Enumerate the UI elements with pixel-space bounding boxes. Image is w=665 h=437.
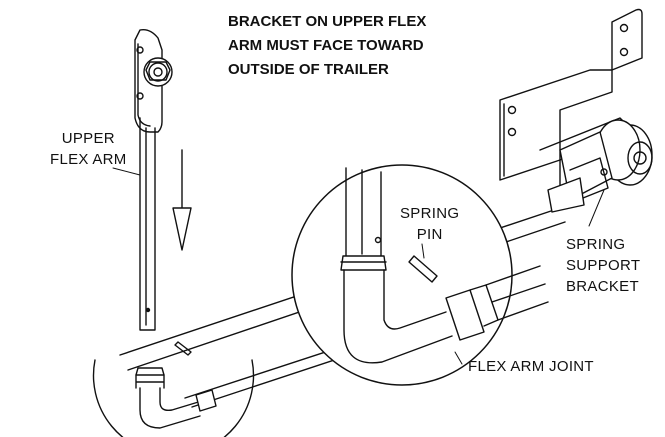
- down-arrow: [172, 149, 192, 251]
- note-line-3: OUTSIDE OF TRAILER: [228, 61, 389, 78]
- upper-flex-arm-label: UPPER FLEX ARM: [50, 130, 127, 168]
- upper-flex-arm: [134, 28, 173, 331]
- note-line-2: ARM MUST FACE TOWARD: [228, 37, 424, 54]
- orientation-note: BRACKET ON UPPER FLEX ARM MUST FACE TOWA…: [228, 10, 426, 82]
- note-line-1: BRACKET ON UPPER FLEX: [228, 13, 427, 30]
- flex-arm-joint-label: FLEX ARM JOINT: [468, 358, 594, 375]
- leader-lines: [112, 167, 605, 365]
- spring-pin-label: SPRING PIN: [400, 205, 460, 243]
- spring-support-bracket: [499, 8, 653, 213]
- detail-circle-small: [92, 341, 255, 437]
- spring-support-bracket-label: SPRING SUPPORT BRACKET: [566, 236, 641, 295]
- detail-circle-large: [291, 164, 549, 386]
